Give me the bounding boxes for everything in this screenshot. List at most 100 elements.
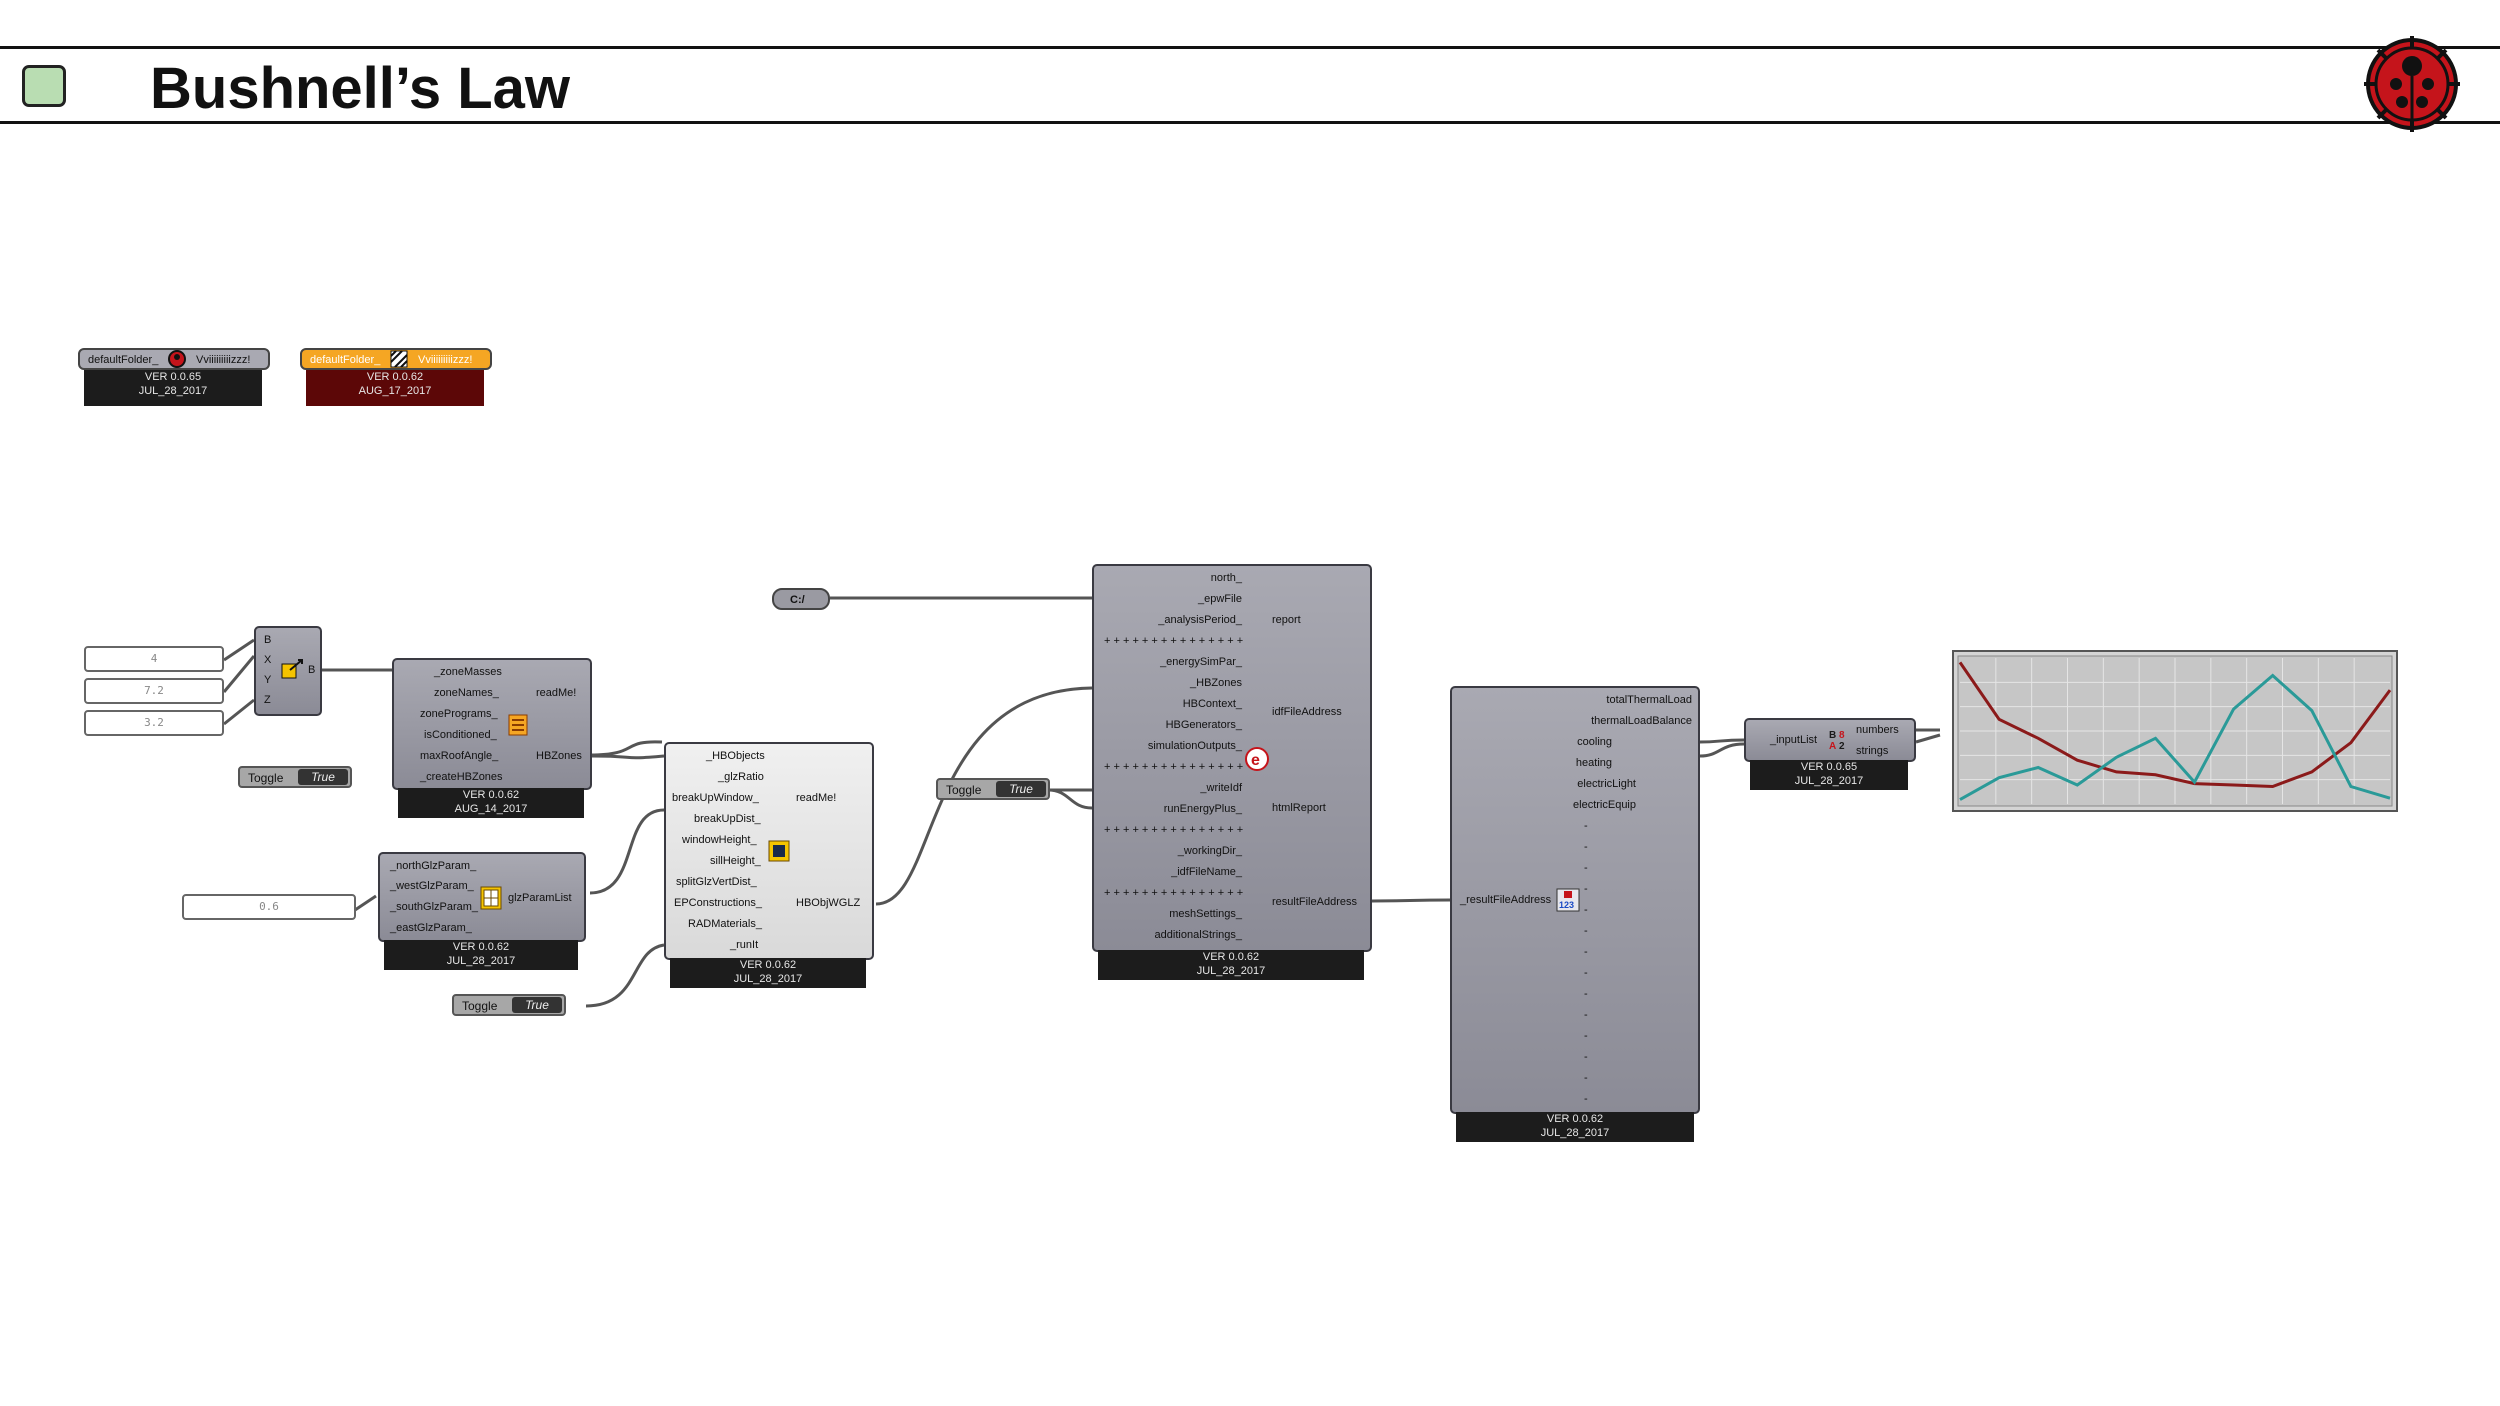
res-input-4: _energySimPar_ <box>1160 656 1242 668</box>
svg-text:A: A <box>1829 741 1836 750</box>
m2z-output-hbzones: HBZones <box>536 750 582 762</box>
version-text: VER 0.0.62 <box>452 941 510 953</box>
glz-input-2: _southGlzParam_ <box>390 901 479 913</box>
res-input-3: + + + + + + + + + + + + + + + <box>1104 635 1244 647</box>
res-input-2: _analysisPeriod_ <box>1158 614 1242 626</box>
boolean-toggle-2[interactable]: Toggle True <box>452 994 566 1016</box>
res-input-13: _workingDir_ <box>1177 845 1242 857</box>
vector-input-y: Y <box>264 674 272 686</box>
rr-output-16: - <box>1584 1030 1588 1042</box>
defaultfolder-input-label: defaultFolder_ <box>88 354 159 366</box>
m2z-input-2: zonePrograms_ <box>420 708 498 720</box>
rr-output-2: cooling <box>1577 736 1612 748</box>
date-text: JUL_28_2017 <box>1794 775 1864 787</box>
m2z-input-1: zoneNames_ <box>434 687 499 699</box>
res-input-14: _idfFileName_ <box>1171 866 1242 878</box>
version-text: VER 0.0.62 <box>739 959 797 971</box>
version-text: VER 0.0.62 <box>462 789 520 801</box>
path-parameter[interactable]: C:/ <box>772 588 830 610</box>
glazing-ratio-input[interactable]: 0.6 <box>182 894 356 920</box>
res-input-17: additionalStrings_ <box>1154 929 1242 941</box>
rr-output-5: electricEquip <box>1573 799 1636 811</box>
gbr-input-6: splitGlzVertDist_ <box>676 876 757 888</box>
hatch-icon <box>390 350 408 368</box>
vector-output-b: B <box>308 664 316 676</box>
boolean-toggle-3[interactable]: Toggle True <box>936 778 1050 800</box>
rr-output-18: - <box>1584 1072 1588 1084</box>
quick-graph[interactable] <box>1952 650 2398 812</box>
toggle-label: Toggle <box>248 771 284 785</box>
gbr-input-5: sillHeight_ <box>710 855 761 867</box>
res-output-result: resultFileAddress <box>1272 896 1357 908</box>
m2z-input-3: isConditioned_ <box>424 729 497 741</box>
title-color-swatch <box>22 65 66 107</box>
defaultfolder-update-version-badge: VER 0.0.62 AUG_17_2017 <box>306 370 484 406</box>
svg-text:B: B <box>1829 730 1836 741</box>
gbr-input-9: _runIt <box>730 939 759 951</box>
number-input-2[interactable]: 7.2 <box>84 678 224 704</box>
glz-input-3: _eastGlzParam_ <box>390 922 472 934</box>
list-icon <box>508 714 528 736</box>
page-title: Bushnell’s Law <box>150 56 571 121</box>
res-input-16: meshSettings_ <box>1169 908 1242 920</box>
res-input-7: HBGenerators_ <box>1165 719 1242 731</box>
rr-output-10: - <box>1584 904 1588 916</box>
res-input-9: + + + + + + + + + + + + + + + <box>1104 761 1244 773</box>
gbr-input-7: EPConstructions_ <box>674 897 763 909</box>
rr-output-17: - <box>1584 1051 1588 1063</box>
vector-input-b: B <box>264 634 272 646</box>
date-text: JUL_28_2017 <box>733 973 803 985</box>
defaultfolder-update-input-label: defaultFolder_ <box>310 354 381 366</box>
title-bar: Bushnell’s Law <box>0 46 2500 124</box>
m2z-input-5: _createHBZones <box>420 771 503 783</box>
defaultfolder-component[interactable]: defaultFolder_ Vviiiiiiiiizzz! <box>78 348 270 370</box>
res-input-6: HBContext_ <box>1182 698 1242 710</box>
rr-output-12: - <box>1584 946 1588 958</box>
vector-component[interactable]: B X Y Z B <box>254 626 322 716</box>
number-input-3[interactable]: 3.2 <box>84 710 224 736</box>
rr-output-3: heating <box>1575 757 1612 769</box>
defaultfolder-output-label: Vviiiiiiiiizzz! <box>196 354 251 366</box>
gbr-input-0: _HBObjects <box>706 750 765 762</box>
rr-output-19: - <box>1584 1093 1588 1105</box>
toggle-value: True <box>996 781 1046 797</box>
svg-text:e: e <box>1251 752 1260 769</box>
graph-series-line-1 <box>1958 661 2392 789</box>
gbr-output-hbobjs: HBObjWGLZ <box>796 897 861 909</box>
rr-output-7: - <box>1584 841 1588 853</box>
svg-text:2: 2 <box>1839 741 1845 750</box>
read-ep-result-component[interactable]: _resultFileAddress 123 totalThermalLoad … <box>1450 686 1700 1114</box>
defaultfolder-version-badge: VER 0.0.65 JUL_28_2017 <box>84 370 262 406</box>
run-energy-simulation-component[interactable]: north_ _epwFile _analysisPeriod_ + + + +… <box>1092 564 1372 952</box>
date-text: AUG_17_2017 <box>358 385 432 397</box>
toggle-label: Toggle <box>462 999 498 1013</box>
res-input-10: _writeIdf <box>1200 782 1242 794</box>
sd-output-strings: strings <box>1856 745 1889 757</box>
rr-output-13: - <box>1584 967 1588 979</box>
sd-input: _inputList <box>1770 734 1818 746</box>
glazing-by-ratio-component[interactable]: _HBObjects _glzRatio breakUpWindow_ brea… <box>664 742 874 960</box>
masses2zones-component[interactable]: _zoneMasses zoneNames_ zonePrograms_ isC… <box>392 658 592 790</box>
number-input-1[interactable]: 4 <box>84 646 224 672</box>
honeybee-icon <box>768 840 790 862</box>
version-text: VER 0.0.62 <box>1202 951 1260 963</box>
date-text: AUG_14_2017 <box>454 803 528 815</box>
gbr-input-1: _glzRatio <box>718 771 764 783</box>
path-parameter-label: C:/ <box>790 594 805 606</box>
energyplus-icon: e <box>1245 747 1269 771</box>
defaultfolder-update-output-label: Vviiiiiiiiizzz! <box>418 354 473 366</box>
glzparam-component[interactable]: _northGlzParam_ _westGlzParam_ _southGlz… <box>378 852 586 942</box>
svg-text:123: 123 <box>1559 900 1574 910</box>
date-text: JUL_28_2017 <box>1540 1127 1610 1139</box>
defaultfolder-update-component[interactable]: defaultFolder_ Vviiiiiiiiizzz! <box>300 348 492 370</box>
rr-input: _resultFileAddress <box>1460 894 1552 906</box>
version-text: VER 0.0.62 <box>366 371 424 383</box>
boolean-toggle-1[interactable]: Toggle True <box>238 766 352 788</box>
toggle-value: True <box>298 769 348 785</box>
version-text: VER 0.0.65 <box>1800 761 1858 773</box>
rr-output-11: - <box>1584 925 1588 937</box>
svg-text:8: 8 <box>1839 730 1845 741</box>
ladybug-logo-icon <box>2364 36 2460 132</box>
